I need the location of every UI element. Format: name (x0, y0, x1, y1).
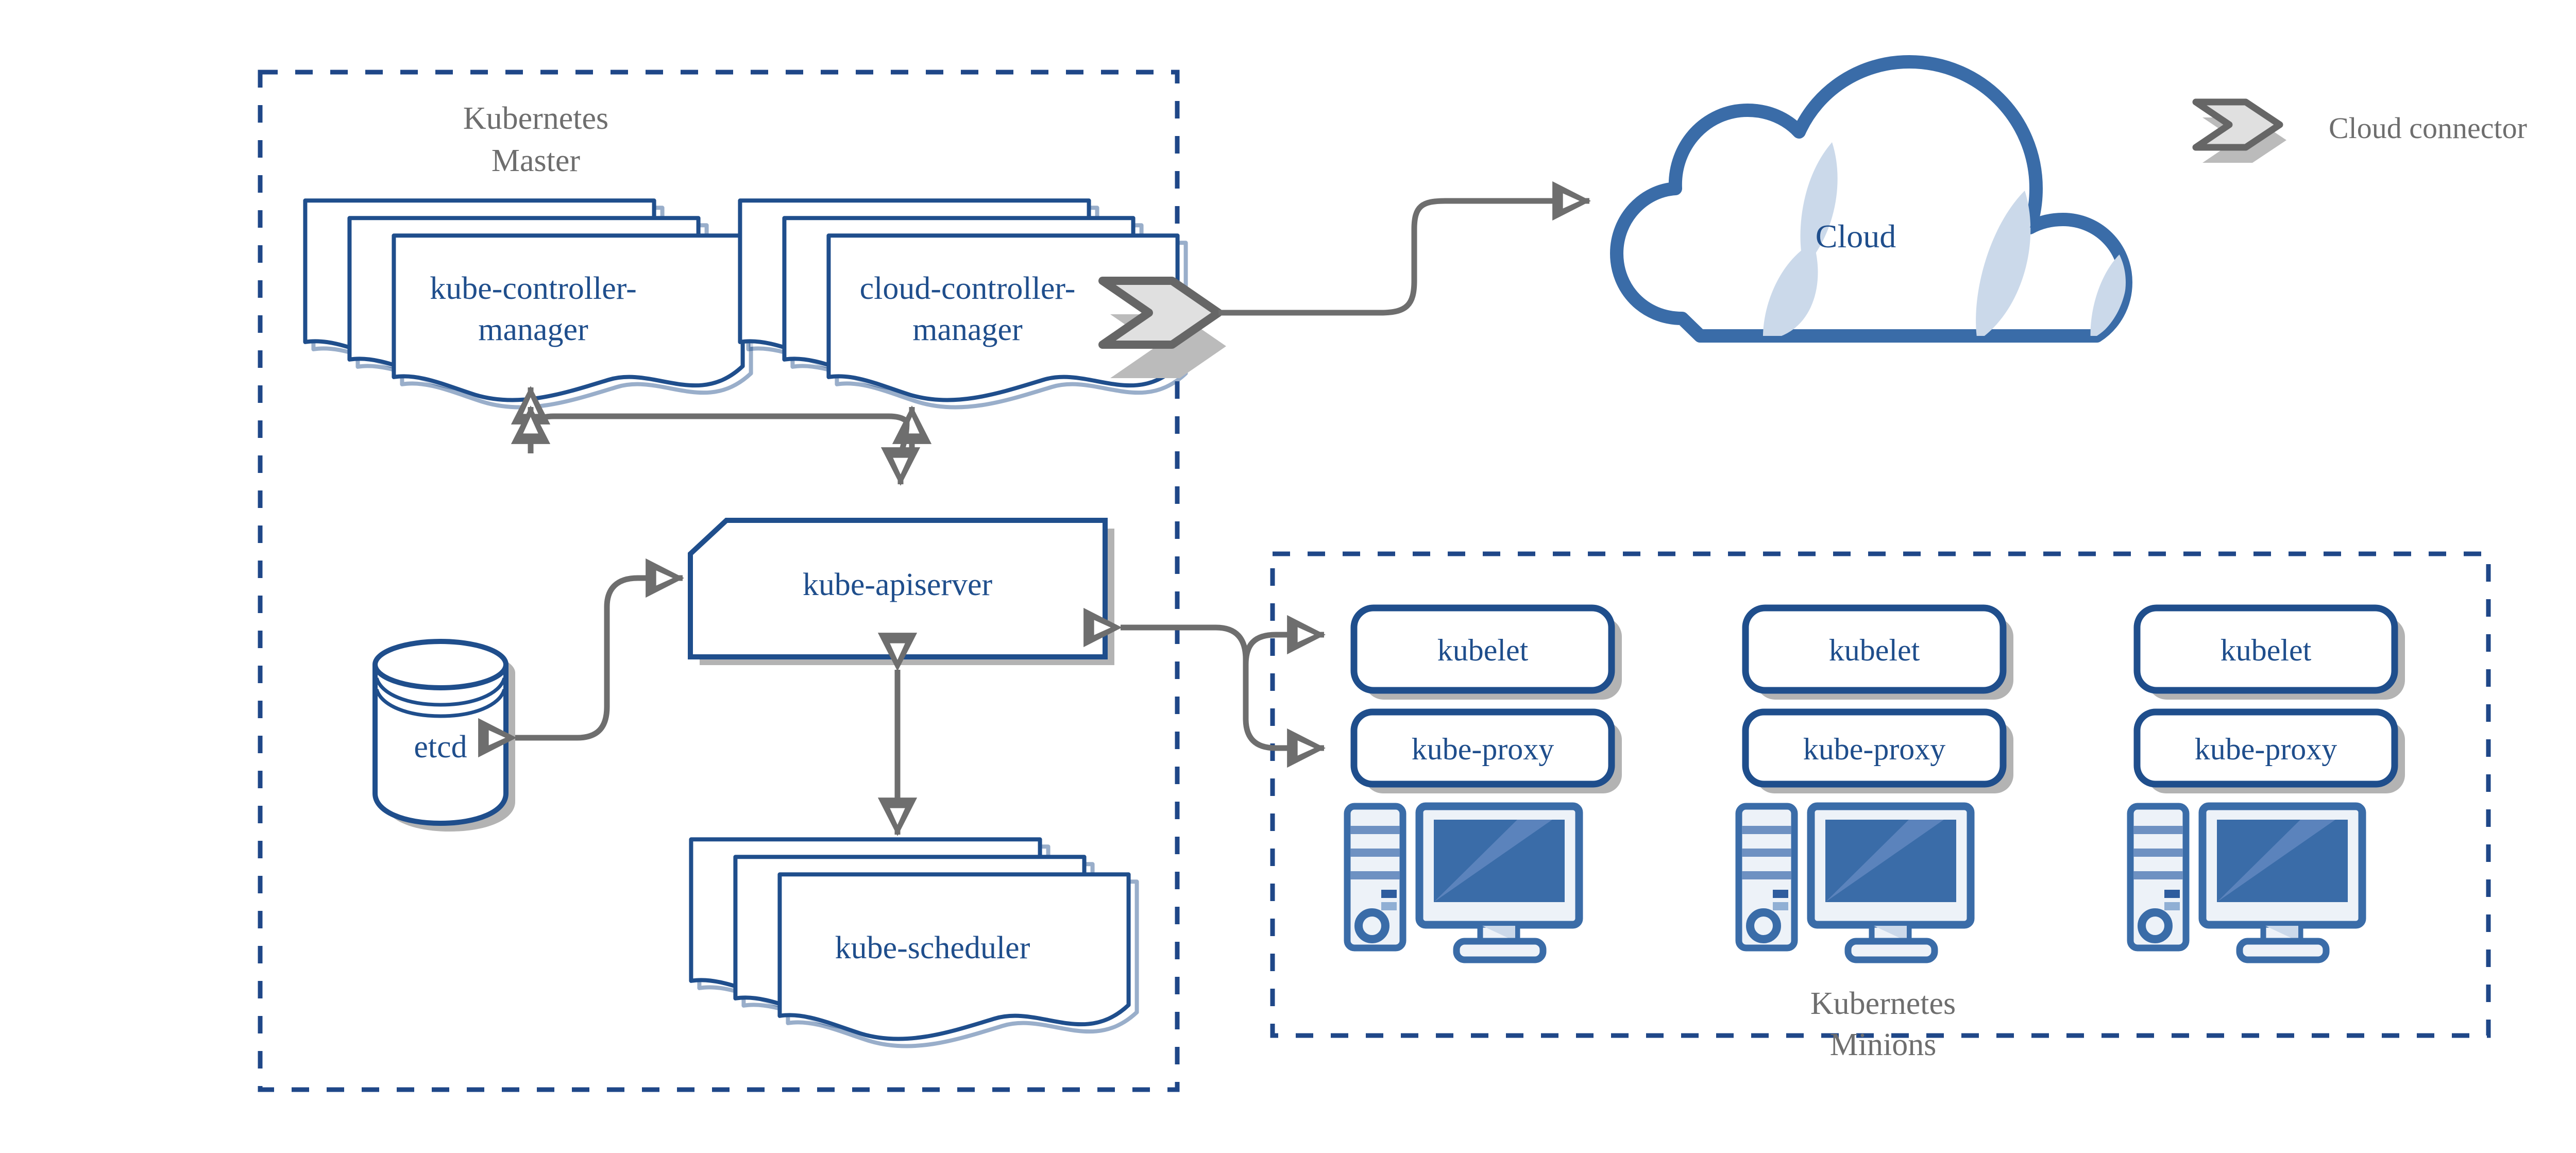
cloud-controller-manager-label-line2: manager (912, 312, 1023, 347)
connector-apiserver-controller-managers (511, 386, 932, 486)
etcd-top-ellipse (372, 639, 509, 690)
connector-apiserver-etcd (478, 558, 684, 758)
legend-label: Cloud connector (2329, 111, 2527, 145)
minion-3-kube-proxy[interactable]: kube-proxy (2133, 708, 2405, 793)
chevron-body (1098, 277, 1223, 349)
cloud-accent-leaves (1762, 142, 2126, 336)
cloud-label: Cloud (1816, 218, 1896, 255)
kubernetes-master-group: Kubernetes Master (258, 70, 1180, 1092)
minion-3-kube-proxy-box (2133, 708, 2398, 788)
connector-cloud-controller-to-cloud (1218, 181, 1591, 316)
minion-node-1[interactable]: kubelet kube-proxy (1344, 604, 1622, 963)
minions-dashed-border (1270, 551, 2491, 1038)
master-dashed-border (258, 70, 1180, 1092)
minion-3-kubelet-box (2133, 604, 2398, 694)
minion-node-2[interactable]: kubelet kube-proxy (1735, 604, 2013, 963)
master-label-line1: Kubernetes (463, 101, 608, 136)
kube-controller-manager-label-line1: kube-controller- (430, 271, 637, 306)
legend: Cloud connector (2192, 98, 2527, 163)
node-kube-scheduler[interactable]: kube-scheduler (691, 839, 1137, 1046)
node-cloud-controller-manager[interactable]: cloud-controller- manager (740, 200, 1185, 407)
kube-apiserver-label: kube-apiserver (803, 567, 993, 602)
minion-1-kube-proxy[interactable]: kube-proxy (1350, 708, 1622, 793)
connector-apiserver-minion-agents (1083, 607, 1326, 768)
minion-1-kube-proxy-box (1350, 708, 1615, 788)
minions-label-line1: Kubernetes (1810, 986, 1956, 1021)
minion-1-kubelet-box (1350, 604, 1615, 694)
node-kube-controller-manager[interactable]: kube-controller- manager (305, 200, 751, 407)
minion-1-kubelet-label: kubelet (1437, 633, 1529, 667)
minions-label-line2: Minions (1830, 1027, 1937, 1062)
minion-2-kubelet-label: kubelet (1829, 633, 1920, 667)
node-etcd[interactable]: etcd (372, 639, 515, 832)
minion-1-computer-tower-monitor-icon (1344, 802, 1583, 963)
cloud-outline (1610, 55, 2132, 343)
minion-3-kubelet-label: kubelet (2221, 633, 2312, 667)
minion-3-kubelet[interactable]: kubelet (2133, 604, 2405, 700)
node-kube-apiserver[interactable]: kube-apiserver (688, 518, 1114, 665)
minion-1-kube-proxy-label: kube-proxy (1412, 732, 1554, 766)
kube-scheduler-label: kube-scheduler (835, 930, 1030, 965)
minion-3-computer-tower-monitor-icon (2127, 802, 2366, 963)
legend-cloud-connector-icon (2192, 98, 2286, 163)
minion-2-kube-proxy-label: kube-proxy (1803, 732, 1946, 766)
kube-controller-manager-label-line2: manager (478, 312, 588, 347)
node-cloud[interactable]: Cloud (1610, 55, 2132, 343)
minion-2-kubelet[interactable]: kubelet (1742, 604, 2013, 700)
cloud-connector-chevron-icon[interactable] (1098, 277, 1226, 378)
minion-2-kube-proxy-box (1742, 708, 2007, 788)
minion-node-3[interactable]: kubelet kube-proxy (2127, 604, 2405, 963)
etcd-label: etcd (414, 730, 467, 765)
master-label-line2: Master (492, 143, 581, 178)
legend-chevron-body (2192, 98, 2283, 151)
minion-1-kubelet[interactable]: kubelet (1350, 604, 1622, 700)
etcd-body (372, 665, 509, 826)
cloud-controller-manager-label-line1: cloud-controller- (860, 271, 1076, 306)
minion-2-kube-proxy[interactable]: kube-proxy (1742, 708, 2013, 793)
minion-3-kube-proxy-label: kube-proxy (2195, 732, 2337, 766)
minion-2-kubelet-box (1742, 604, 2007, 694)
minion-2-computer-tower-monitor-icon (1735, 802, 1975, 963)
kubernetes-minions-group: Kubernetes Minions (1270, 551, 2491, 1062)
